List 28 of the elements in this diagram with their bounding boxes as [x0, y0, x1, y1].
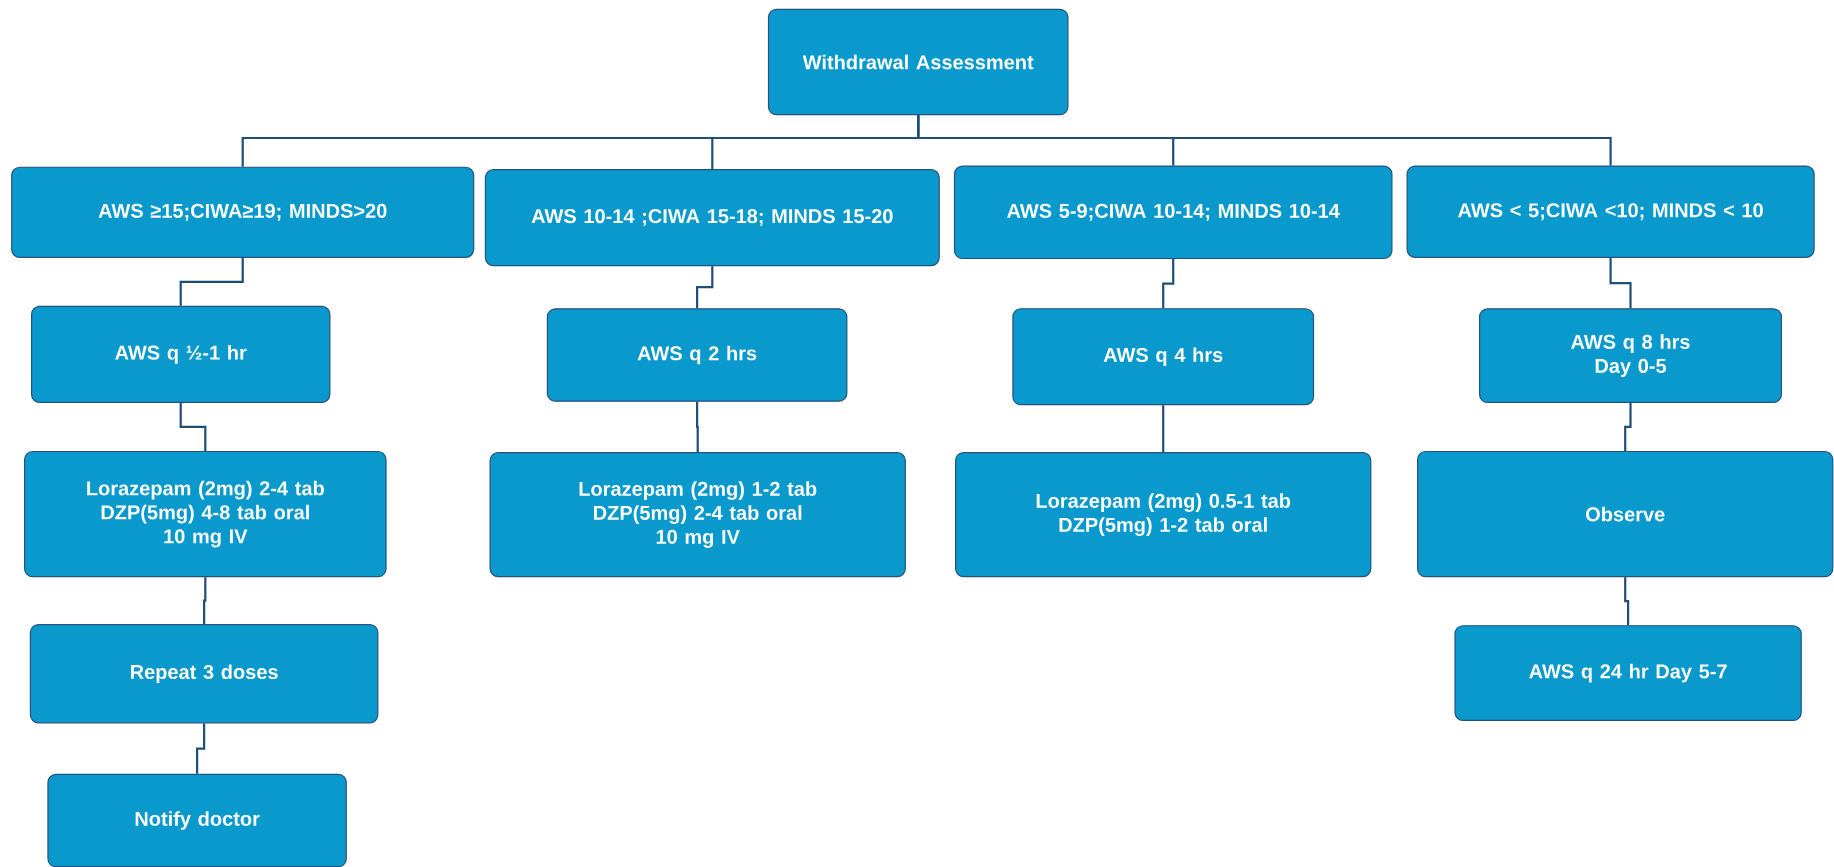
- connector-line: [1624, 577, 1630, 626]
- process-box: Lorazepam (2mg) 0.5-1 tab DZP(5mg) 1-2 tab oral: [955, 452, 1372, 578]
- process-box: Withdrawal Assessment: [767, 8, 1069, 116]
- process-box: AWS q 24 hr Day 5-7: [1454, 625, 1802, 722]
- connector-line: [917, 115, 1612, 166]
- connector-line: [179, 402, 207, 451]
- connector-line: [1162, 259, 1175, 309]
- process-box: AWS ≥15;CIWA≥19; MINDS>20: [11, 166, 475, 258]
- connector-line: [1609, 257, 1632, 309]
- process-box: Repeat 3 doses: [29, 624, 379, 724]
- process-box: AWS q 2 hrs: [546, 308, 848, 402]
- process-box: Notify doctor: [47, 773, 347, 867]
- process-box: AWS q 4 hrs: [1012, 308, 1315, 406]
- process-box: Lorazepam (2mg) 2-4 tab DZP(5mg) 4-8 tab oral 10 mg IV: [24, 450, 387, 578]
- process-box: AWS 10-14 ;CIWA 15-18; MINDS 15-20: [484, 169, 940, 267]
- connector-line: [696, 401, 699, 452]
- connector-line: [179, 257, 244, 306]
- connector-line: [1162, 405, 1165, 452]
- process-box: AWS q ½-1 hr: [30, 305, 331, 403]
- process-box: AWS 5-9;CIWA 10-14; MINDS 10-14: [953, 165, 1393, 260]
- connector-line: [696, 266, 714, 309]
- process-box: AWS q 8 hrs Day 0-5: [1479, 308, 1782, 403]
- process-box: AWS < 5;CIWA <10; MINDS < 10: [1406, 165, 1815, 258]
- process-box: Observe: [1417, 450, 1834, 578]
- connector-line: [203, 577, 207, 624]
- connector-line: [196, 723, 206, 774]
- connector-line: [1624, 403, 1632, 451]
- process-box: Lorazepam (2mg) 1-2 tab DZP(5mg) 2-4 tab oral 10 mg IV: [489, 452, 906, 578]
